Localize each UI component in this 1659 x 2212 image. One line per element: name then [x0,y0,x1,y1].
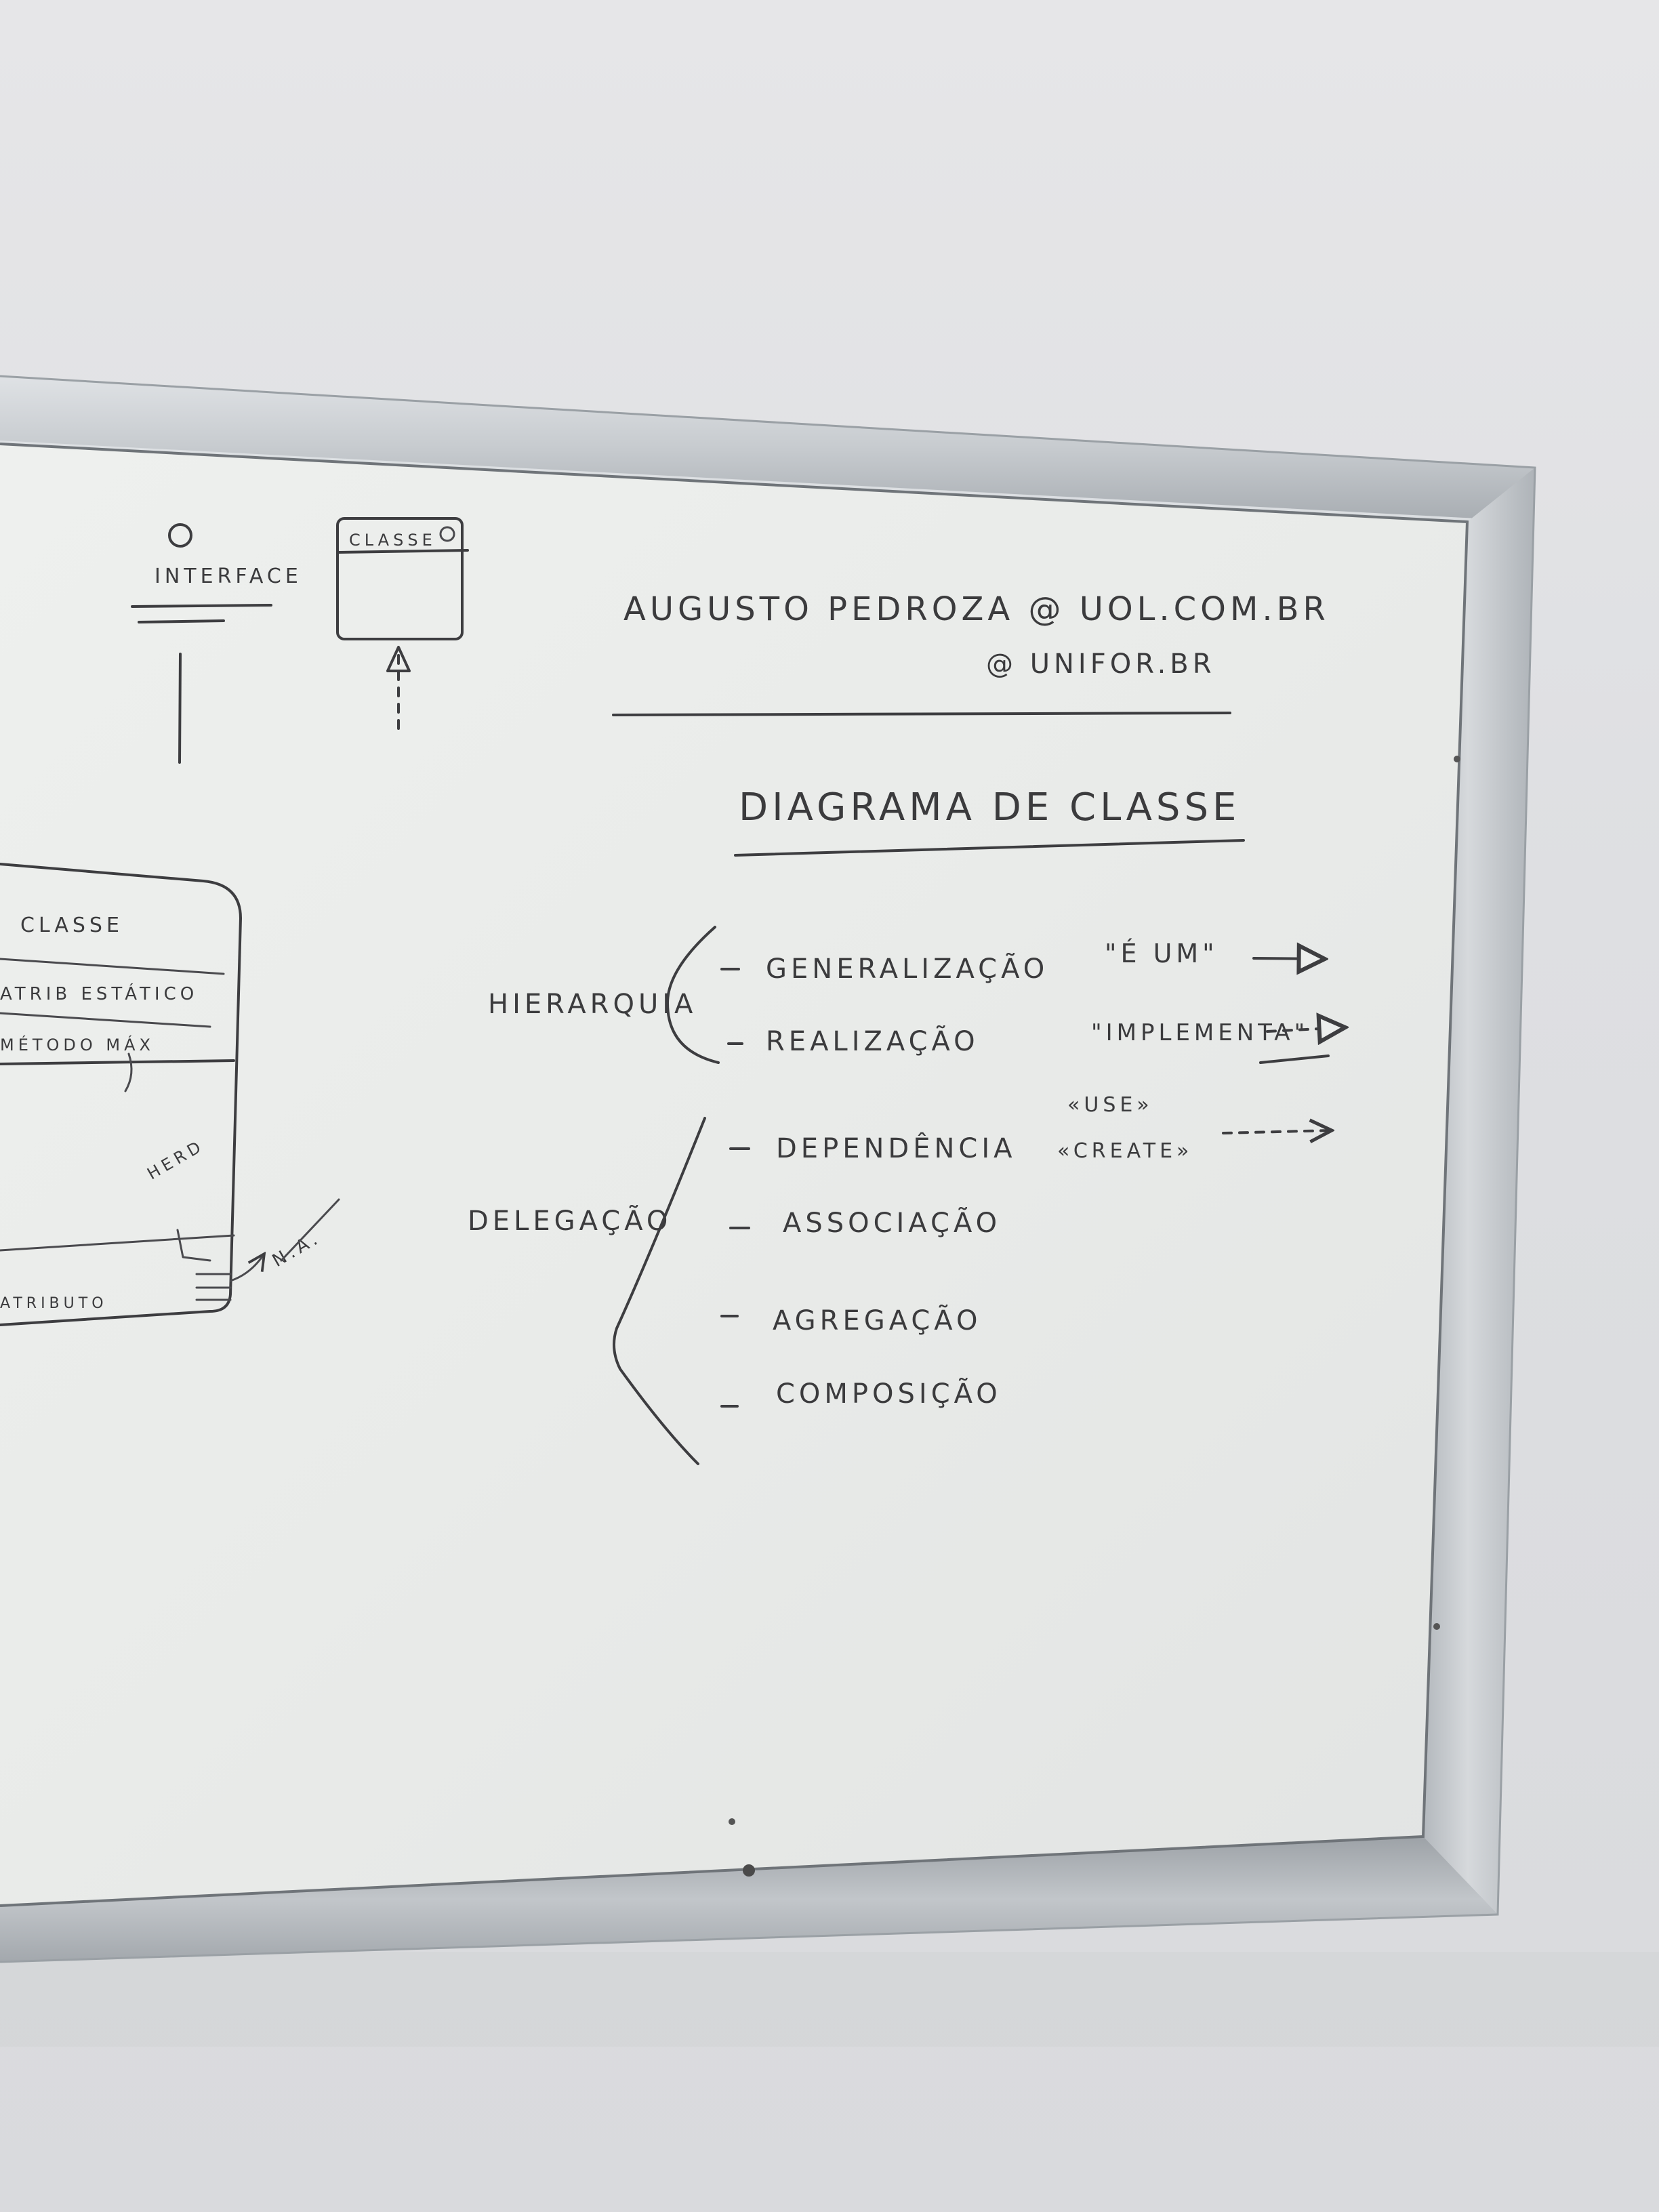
dependency-label: DEPENDÊNCIA [776,1132,1016,1164]
association-label: ASSOCIAÇÃO [783,1206,1001,1239]
generalization-note: "É UM" [1105,939,1218,968]
title-block: DIAGRAMA DE CLASSE [734,785,1245,857]
interface-sketch: INTERFACE [131,523,302,764]
generalization-arrow [1252,958,1325,959]
dependency-arrow [1222,1130,1332,1133]
email-block: AUGUSTO PEDROZA @ UOL.COM.BR @ UNIFOR.BR [612,590,1330,716]
title-underline [734,839,1245,857]
aggregation-label: AGREGAÇÃO [773,1304,981,1336]
generalization-label: GENERALIZAÇÃO [766,952,1048,985]
email-underline [612,712,1231,716]
composition-label: COMPOSIÇÃO [776,1377,1002,1410]
delegation-brace [613,1117,706,1465]
email-line-2: @ UNIFOR.BR [986,649,1216,680]
whiteboard-frame [0,375,1536,1963]
dependency-note-use: «USE» [1067,1093,1153,1117]
wall-shadow [0,1952,1659,2047]
delegation-label: DELEGAÇÃO [468,1204,672,1237]
bottom-row: ATRIBUTO [0,1295,108,1312]
realization-note: "IMPLEMENTA" [1091,1019,1309,1046]
email-line-1: AUGUSTO PEDROZA @ UOL.COM.BR [623,590,1330,628]
big-class-title: CLASSE [20,914,123,937]
whiteboard-surface [0,444,1467,1906]
hierarchy-group: HIERARQUIA GENERALIZAÇÃO "É UM" REALIZAÇ… [488,926,1345,1064]
interface-label: INTERFACE [155,565,302,588]
hierarchy-label: HIERARQUIA [488,989,697,1020]
small-class-label: CLASSE [349,531,436,550]
page-title: DIAGRAMA DE CLASSE [739,785,1240,830]
delegation-group: DELEGAÇÃO DEPENDÊNCIA «USE» «CREATE» ASS… [468,1093,1332,1465]
method-row: MÉTODO MÁX [0,1035,155,1054]
realization-label: REALIZAÇÃO [766,1025,979,1057]
realization-arrow [1266,1027,1345,1031]
attr-row: ATRIB ESTÁTICO [0,983,198,1004]
small-class-box: CLASSE [336,517,469,730]
dependency-note-create: «CREATE» [1057,1139,1193,1163]
hierarchy-brace [666,926,720,1064]
